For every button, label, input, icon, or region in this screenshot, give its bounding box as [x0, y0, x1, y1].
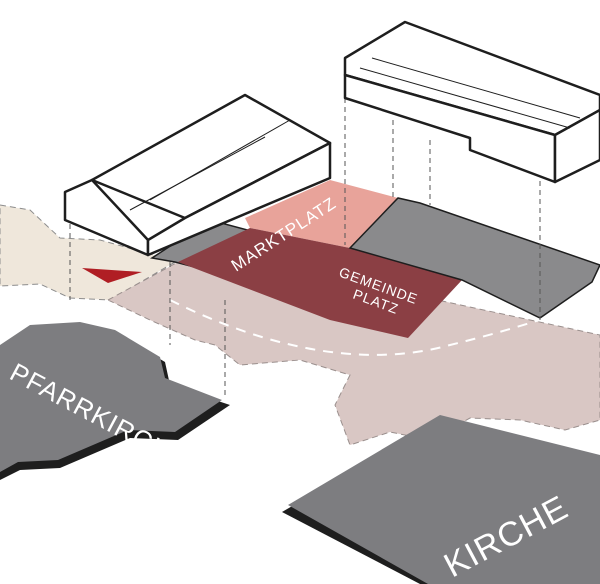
dashed-path	[169, 299, 600, 356]
street-strip	[0, 204, 177, 301]
red-accent	[82, 268, 142, 283]
building-top	[343, 20, 600, 184]
marktplatz-area	[245, 180, 398, 248]
kirche-building	[282, 415, 600, 584]
gray-lot-right	[348, 197, 600, 319]
pfarrkirche-building	[0, 322, 230, 480]
plaza-area	[106, 249, 600, 446]
building-left	[63, 93, 332, 257]
projection-lines	[69, 98, 541, 395]
gemeindeplatz-area	[178, 228, 462, 338]
